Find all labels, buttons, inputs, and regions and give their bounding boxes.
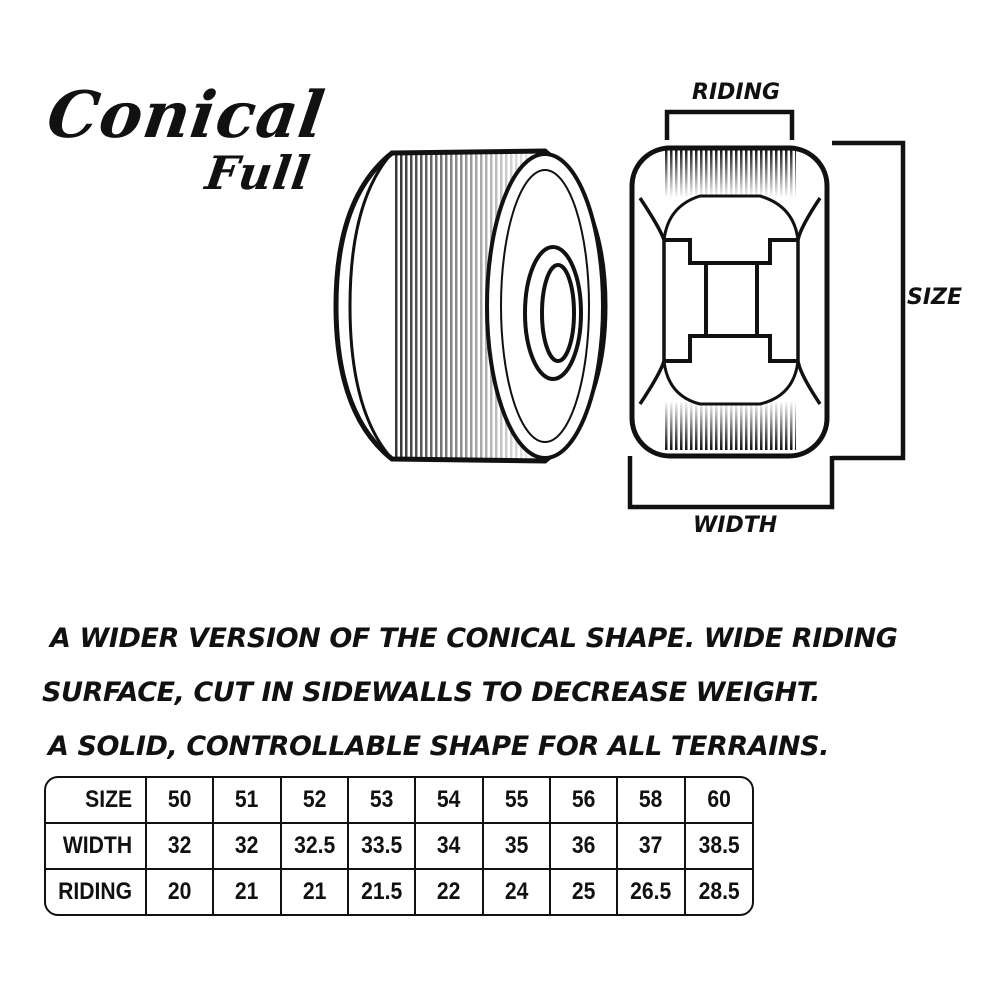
- cross-section-left-upper-wall: [638, 197, 666, 405]
- table-cell: 37: [621, 822, 682, 871]
- table-cell: 21: [284, 869, 345, 914]
- table-cell: 21: [217, 869, 278, 914]
- table-cell: 32: [150, 822, 211, 871]
- table-cell: 38.5: [688, 822, 748, 871]
- table-cell: 52: [284, 778, 345, 824]
- table-cell: 20: [150, 869, 211, 914]
- cross-section-bottom-hatching: [664, 402, 796, 452]
- size-dimension-label: SIZE: [907, 285, 963, 310]
- description-line: A SOLID, CONTROLLABLE SHAPE FOR ALL TERR…: [48, 731, 830, 762]
- description-line: A WIDER VERSION OF THE CONICAL SHAPE. WI…: [50, 623, 898, 654]
- wheel-perspective-view: [333, 148, 608, 464]
- wheel-face-inner: [500, 169, 590, 443]
- row-label-riding: RIDING: [52, 869, 141, 914]
- wheel-rim-edge: [348, 152, 394, 460]
- table-cell: 34: [419, 822, 480, 871]
- size-bracket: [832, 140, 906, 461]
- table-cell: 26.5: [621, 869, 682, 914]
- table-row-size: SIZE 50 51 52 53 54 55 56 58 60: [46, 778, 752, 824]
- table-cell: 36: [554, 822, 615, 871]
- riding-dimension-label: RIDING: [692, 80, 781, 105]
- cross-section-upper-curve: [662, 194, 800, 241]
- cross-section-core-step-right: [755, 238, 798, 363]
- table-cell: 54: [419, 778, 480, 824]
- table-cell: 32.5: [284, 822, 345, 871]
- width-dimension-label: WIDTH: [693, 513, 778, 538]
- table-cell: 32: [217, 822, 278, 871]
- row-label-width: WIDTH: [52, 822, 141, 871]
- cross-section-outline: [629, 145, 830, 459]
- table-cell: 35: [486, 822, 547, 871]
- table-cell: 24: [486, 869, 547, 914]
- row-label-size: SIZE: [52, 778, 141, 824]
- table-cell: 22: [419, 869, 480, 914]
- table-cell: 55: [486, 778, 547, 824]
- table-row-riding: RIDING 20 21 21 21.5 22 24 25 26.5 28.5: [46, 869, 752, 914]
- shape-description: A WIDER VERSION OF THE CONICAL SHAPE. WI…: [40, 612, 990, 774]
- wheel-hub-inner: [540, 263, 576, 363]
- wheel-cross-section: [629, 145, 830, 459]
- table-cell: 53: [352, 778, 413, 824]
- table-row-width: WIDTH 32 32 32.5 33.5 34 35 36 37 38.5: [46, 822, 752, 871]
- table-cell: 51: [217, 778, 278, 824]
- cross-section-lower-curve: [662, 360, 800, 406]
- cross-section-right-upper-wall: [796, 197, 822, 405]
- table-cell: 25: [554, 869, 615, 914]
- cross-section-top-hatching: [664, 150, 796, 198]
- table-cell: 28.5: [698, 878, 740, 906]
- table-cell: 33.5: [352, 822, 413, 871]
- table-cell: 56: [554, 778, 615, 824]
- cross-section-core-step-left: [664, 238, 708, 363]
- table-cell: 58: [621, 778, 682, 824]
- table-cell: 21.5: [352, 869, 413, 914]
- table-cell: 50: [150, 778, 211, 824]
- riding-bracket: [664, 109, 795, 140]
- description-line: SURFACE, CUT IN SIDEWALLS TO DECREASE WE…: [42, 677, 820, 708]
- size-spec-table: SIZE 50 51 52 53 54 55 56 58 60 WIDTH 32…: [44, 776, 754, 916]
- width-bracket: [627, 456, 835, 510]
- table-cell: 60: [688, 778, 748, 824]
